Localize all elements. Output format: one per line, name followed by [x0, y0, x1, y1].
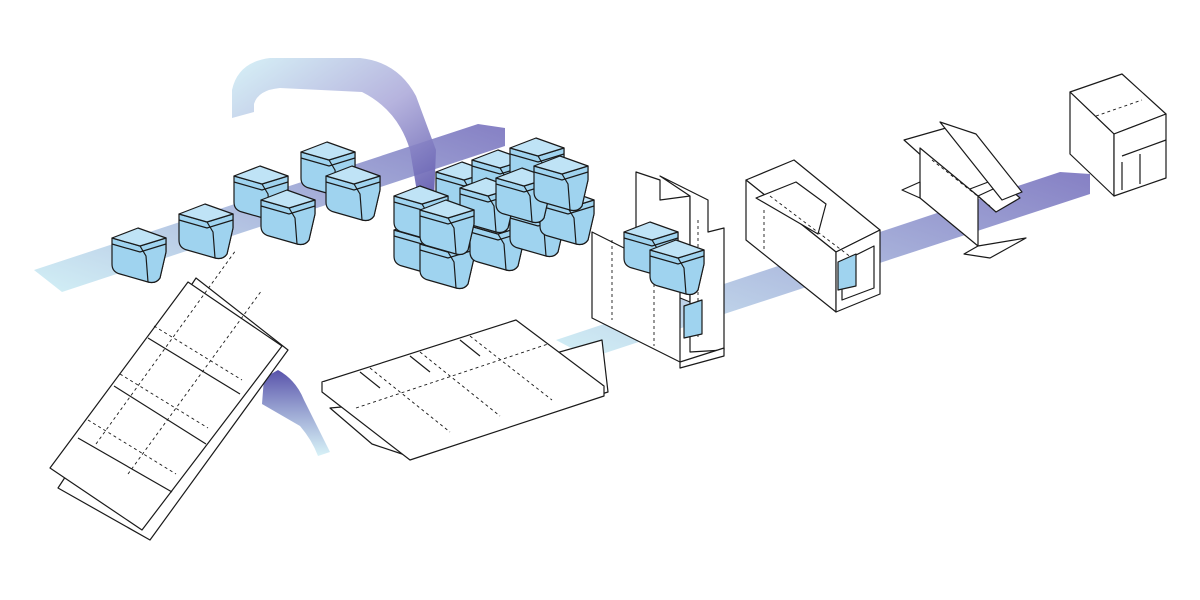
carton-top-flap-folding	[901, 121, 1027, 259]
transfer-arc	[232, 58, 436, 200]
tub	[111, 227, 167, 284]
blank-magazine	[49, 249, 289, 541]
carton-wrap-around	[591, 171, 725, 369]
blank-feed-arc	[262, 370, 330, 456]
sealed-case	[1069, 73, 1167, 197]
single-tubs	[111, 141, 381, 284]
tub	[178, 203, 234, 260]
tub	[260, 189, 316, 246]
tub	[325, 165, 381, 222]
flat-carton-blank	[321, 319, 609, 461]
carton-side-closing	[745, 159, 881, 313]
